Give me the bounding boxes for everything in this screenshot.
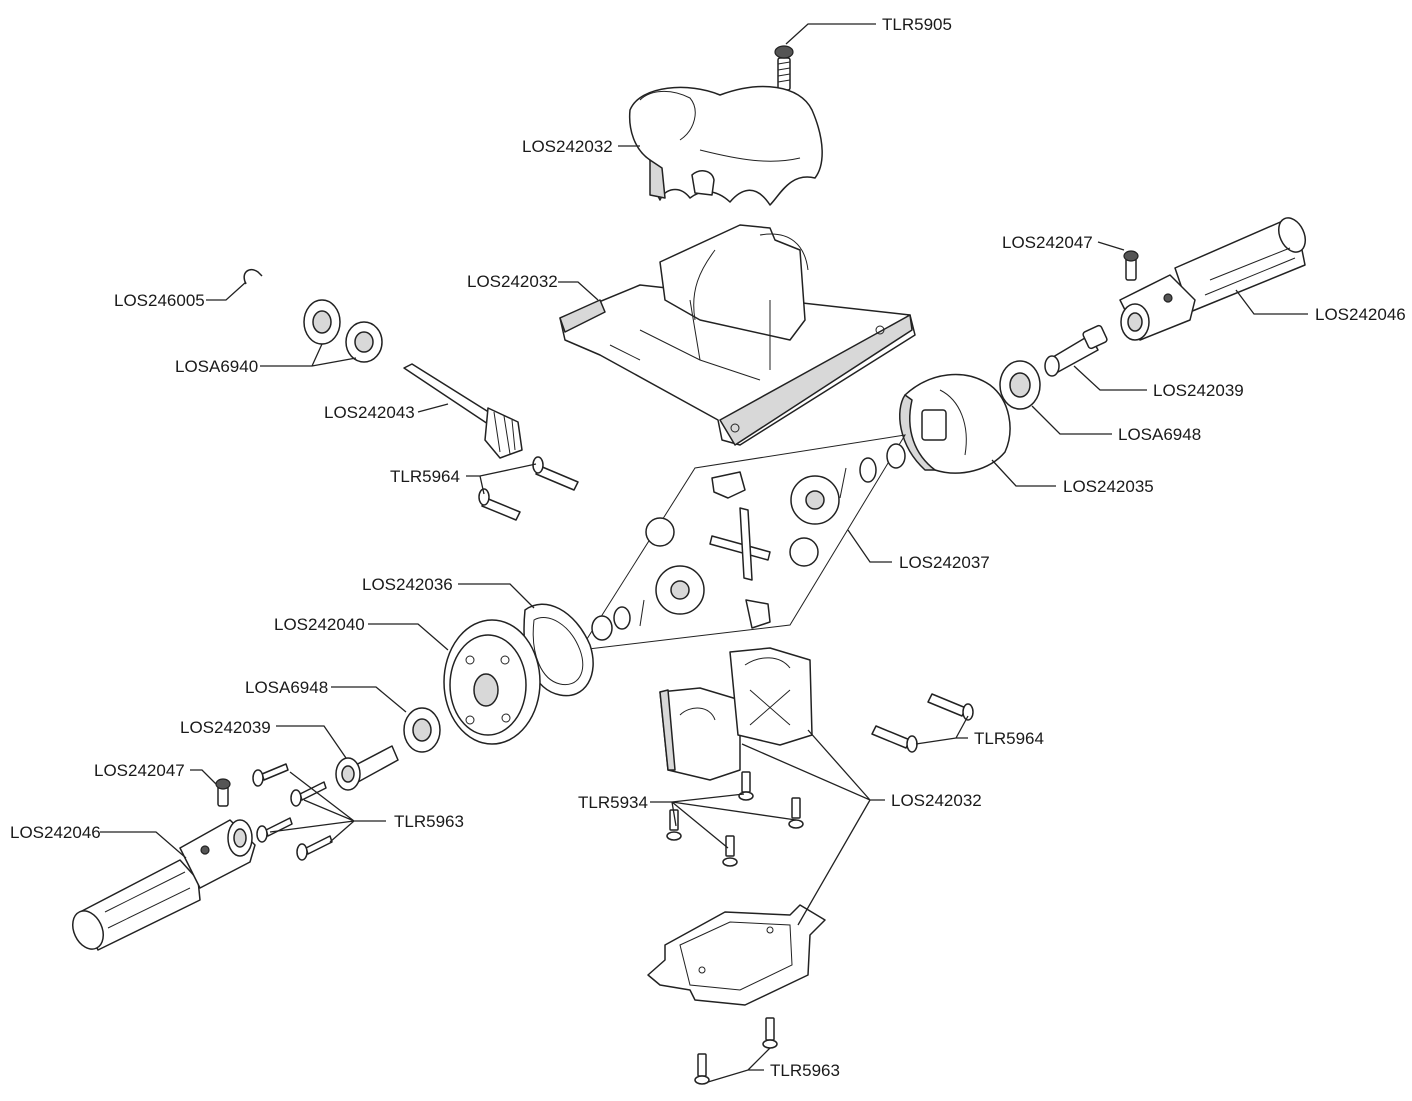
label-los242047-right: LOS242047 xyxy=(1002,233,1093,252)
top-cover-screw xyxy=(774,45,794,91)
label-los242043: LOS242043 xyxy=(324,403,415,422)
skid-plate xyxy=(647,904,826,1006)
top-gear-cover xyxy=(628,85,823,206)
label-los242035: LOS242035 xyxy=(1063,477,1154,496)
part-labels: TLR5905 LOS242032 LOS242032 LOS242047 LO… xyxy=(10,15,1406,1080)
diff-case xyxy=(899,373,1011,474)
c-clip xyxy=(243,268,263,285)
label-los242036: LOS242036 xyxy=(362,575,453,594)
screws-tlr5963-left xyxy=(252,763,333,861)
label-los242040: LOS242040 xyxy=(274,615,365,634)
label-los242032-mounts: LOS242032 xyxy=(891,791,982,810)
leader-lines xyxy=(100,23,1308,1083)
left-diff-bearing xyxy=(403,707,441,753)
label-los242039-right: LOS242039 xyxy=(1153,381,1244,400)
label-los242046-right: LOS242046 xyxy=(1315,305,1406,324)
label-tlr5964-right: TLR5964 xyxy=(974,729,1044,748)
pinion-bearings xyxy=(303,299,383,363)
label-los242032-top-cover: LOS242032 xyxy=(522,137,613,156)
gearbox-case xyxy=(559,224,916,446)
gearbox-mounts xyxy=(659,647,813,781)
label-los242047-left: LOS242047 xyxy=(94,761,185,780)
diff-internals-group xyxy=(579,434,906,651)
right-set-screw xyxy=(1123,250,1139,281)
left-set-screw xyxy=(215,778,231,807)
label-los242037: LOS242037 xyxy=(899,553,990,572)
label-losa6948-right: LOSA6948 xyxy=(1118,425,1201,444)
pinion-gear-shaft xyxy=(403,363,523,459)
label-tlr5905: TLR5905 xyxy=(882,15,952,34)
right-diff-bearing xyxy=(999,360,1041,410)
label-los242046-left: LOS242046 xyxy=(10,823,101,842)
label-losa6940: LOSA6940 xyxy=(175,357,258,376)
screws-tlr5963-bottom xyxy=(694,1017,778,1085)
screws-tlr5964-left xyxy=(478,456,579,521)
screws-tlr5964-right xyxy=(871,693,974,753)
right-driveshaft xyxy=(1119,217,1307,341)
label-losa6948-left: LOSA6948 xyxy=(245,678,328,697)
label-tlr5963-left: TLR5963 xyxy=(394,812,464,831)
label-tlr5964-left: TLR5964 xyxy=(390,467,460,486)
left-driveshaft xyxy=(72,819,256,951)
label-los242039-left: LOS242039 xyxy=(180,718,271,737)
screws-tlr5934 xyxy=(666,771,804,867)
label-los242032-case: LOS242032 xyxy=(467,272,558,291)
label-tlr5934: TLR5934 xyxy=(578,793,648,812)
label-tlr5963-bottom: TLR5963 xyxy=(770,1061,840,1080)
right-outdrive xyxy=(1044,324,1108,377)
ring-gear xyxy=(443,619,541,745)
label-los246005: LOS246005 xyxy=(114,291,205,310)
left-outdrive xyxy=(335,745,399,791)
